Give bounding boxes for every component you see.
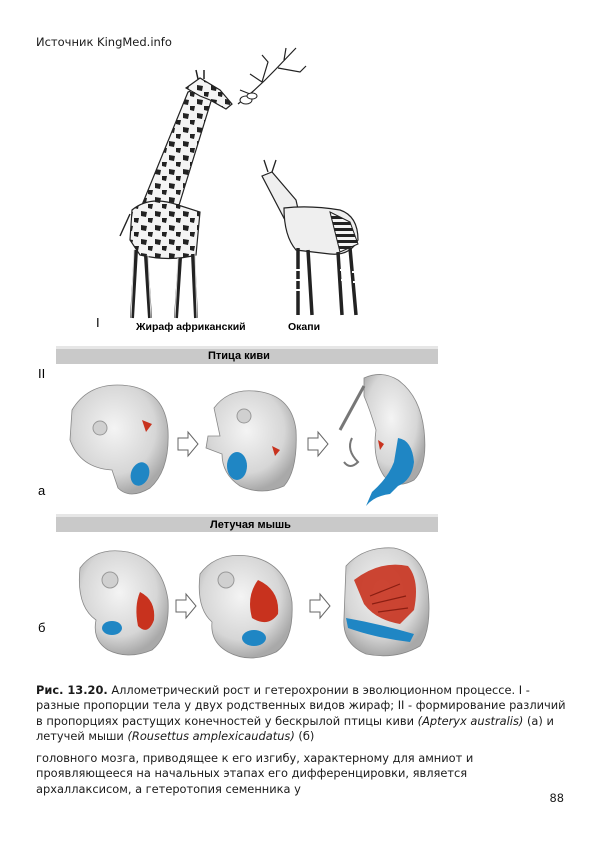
caption-text-3: (б) — [294, 729, 315, 744]
caption-text-1: Аллометрический рост и гетерохронии в эв… — [36, 683, 566, 728]
bat-embryo-stage-3 — [343, 547, 430, 657]
caption-bat-latin: (Rousettus amplexicaudatus) — [127, 729, 295, 744]
kiwi-title-bar — [56, 346, 438, 364]
body-paragraph: головного мозга, приводящее к его изгибу… — [36, 751, 474, 796]
source-header: Источник KingMed.info — [36, 35, 172, 49]
part-one-label: I — [96, 315, 100, 330]
kiwi-embryo-stage-3 — [338, 374, 426, 506]
row-a-label: а — [38, 483, 46, 498]
figure-illustration: I Жираф африканский Окапи Птица киви II … — [38, 47, 438, 659]
giraffe-drawing — [119, 69, 233, 319]
giraffe-label: Жираф африканский — [135, 321, 246, 333]
arrow-right-icon — [177, 430, 199, 458]
page-number: 88 — [549, 791, 565, 805]
caption-kiwi-latin: (Apteryx australis) — [417, 713, 524, 728]
bat-embryo-stage-1 — [78, 550, 169, 656]
figure-caption: Рис. 13.20. Аллометрический рост и гетер… — [36, 683, 566, 745]
arrow-right-icon — [307, 430, 329, 458]
part-two-label: II — [38, 366, 45, 381]
bat-title: Летучая мышь — [210, 519, 291, 531]
arrow-right-icon — [309, 592, 331, 620]
bat-embryo-stage-2 — [198, 555, 293, 659]
kiwi-embryo-stage-2 — [205, 390, 297, 492]
branch-drawing — [237, 47, 307, 105]
kiwi-title: Птица киви — [208, 350, 270, 362]
caption-number: Рис. 13.20. — [36, 683, 108, 697]
bat-title-bar — [56, 514, 438, 532]
okapi-label: Окапи — [288, 321, 320, 333]
kiwi-embryo-stage-1 — [69, 384, 169, 495]
arrow-right-icon — [175, 592, 197, 620]
caption-text-2: (а) и летучей мыши — [36, 713, 554, 744]
row-b-label: б — [38, 620, 45, 635]
okapi-drawing — [261, 159, 359, 316]
